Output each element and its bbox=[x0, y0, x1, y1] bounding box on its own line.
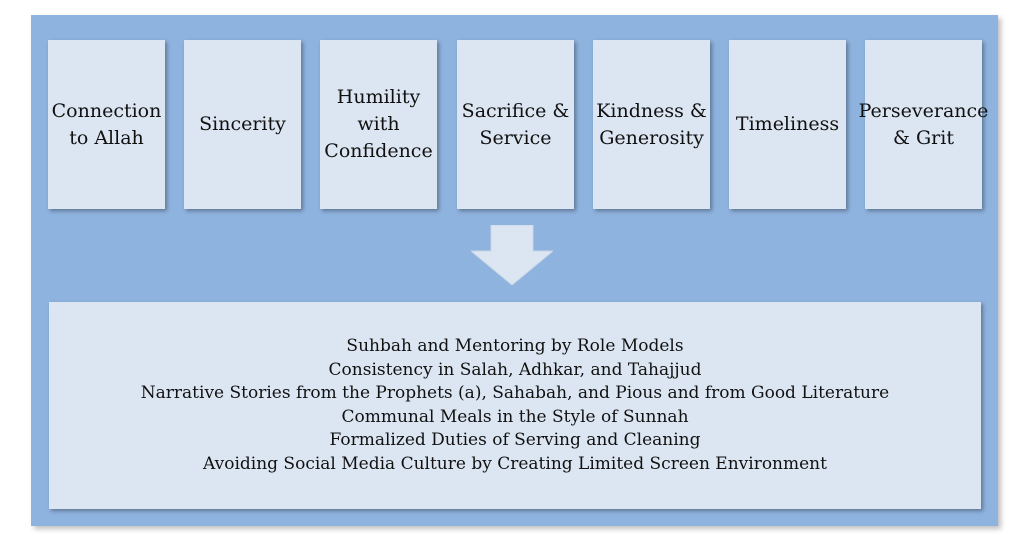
practice-line: Avoiding Social Media Culture by Creatin… bbox=[203, 453, 827, 474]
value-box-humility-with-confidence: Humility with Confidence bbox=[320, 40, 437, 209]
value-label: Sincerity bbox=[199, 113, 286, 135]
practice-line: Formalized Duties of Serving and Cleanin… bbox=[329, 430, 701, 450]
practice-line: Narrative Stories from the Prophets (a),… bbox=[140, 383, 890, 403]
practices-box: Suhbah and Mentoring by Role Models Cons… bbox=[49, 302, 981, 509]
value-label: Connection to Allah bbox=[51, 99, 162, 149]
value-box-timeliness: Timeliness bbox=[729, 40, 846, 209]
value-label: Timeliness bbox=[735, 113, 840, 135]
value-label: Kindness & Generosity bbox=[596, 99, 707, 149]
value-label: Perseverance & Grit bbox=[858, 99, 989, 149]
value-label: Sacrifice & Service bbox=[461, 99, 570, 149]
value-label: Humility with Confidence bbox=[324, 86, 433, 162]
value-box-perseverance-and-grit: Perseverance & Grit bbox=[859, 40, 988, 209]
practice-line: Suhbah and Mentoring by Role Models bbox=[346, 336, 684, 356]
value-box-connection-to-allah: Connection to Allah bbox=[48, 40, 165, 209]
value-box-sacrifice-and-service: Sacrifice & Service bbox=[457, 40, 574, 209]
practice-line: Consistency in Salah, Adhkar, and Tahajj… bbox=[328, 359, 702, 380]
down-arrow-icon bbox=[471, 225, 553, 285]
diagram-frame: Connection to Allah Sincerity Humility w… bbox=[31, 15, 998, 526]
value-box-kindness-and-generosity: Kindness & Generosity bbox=[593, 40, 710, 209]
practice-line: Communal Meals in the Style of Sunnah bbox=[341, 406, 689, 427]
value-box-sincerity: Sincerity bbox=[184, 40, 301, 209]
